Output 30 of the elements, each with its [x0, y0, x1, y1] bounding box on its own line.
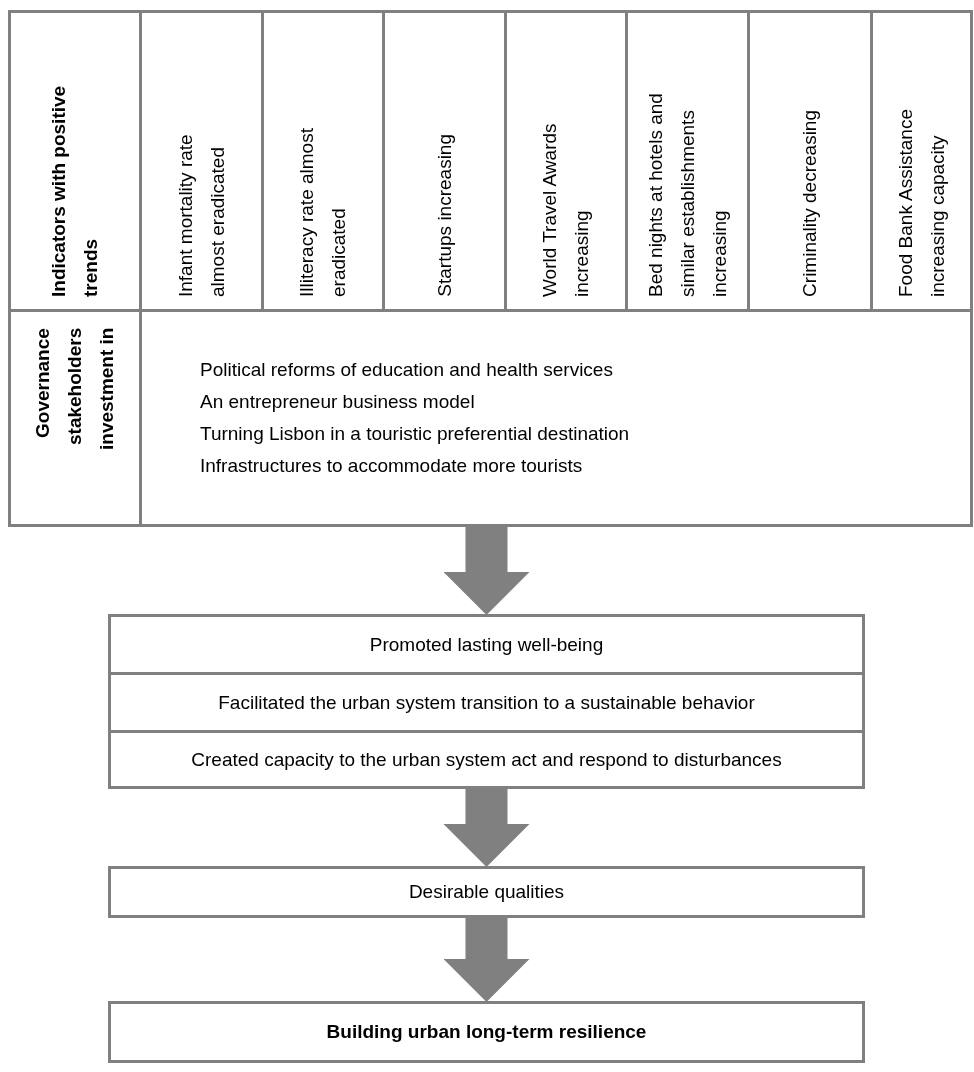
outcome-text: Desirable qualities [408, 880, 565, 904]
outcome-box [108, 672, 865, 733]
indicator-text: Startups increasing [432, 134, 456, 297]
block-arrow [443, 526, 530, 615]
outcome-box [108, 730, 865, 789]
outcome-text: Facilitated the urban system transition to a sustainable behavior [218, 690, 755, 715]
indicator-text: Food Bank Assistance increasing capacity [893, 108, 949, 297]
investment-item: Political reforms of education and health services [200, 358, 613, 382]
outcome-box [108, 866, 865, 918]
table-cell [870, 10, 973, 312]
investment-item: An entrepreneur business model [200, 390, 475, 414]
indicator-text: Illiteracy rate almost eradicated [295, 127, 350, 297]
indicator-text: Infant mortality rate almost eradicated [173, 133, 229, 297]
outcome-box [108, 1001, 865, 1063]
block-arrow [443, 917, 530, 1002]
investment-item: Infrastructures to accommodate more tourists [200, 454, 583, 478]
outcome-box [108, 614, 865, 675]
indicator-text: Criminality decreasing [798, 110, 821, 297]
header-cell [8, 309, 142, 527]
outcome-text: Created capacity to the urban system act and respond to disturbances [191, 747, 782, 772]
header-text: Governance stakeholders investment in [31, 328, 118, 453]
investment-item: Turning Lisbon in a touristic preferential destination [200, 422, 630, 446]
outcome-text: Promoted lasting well-being [369, 632, 604, 657]
indicator-text: World Travel Awards increasing [538, 122, 593, 297]
table-cell [139, 309, 973, 527]
indicator-text: Bed nights at hotels and similar establishments increasing [643, 92, 731, 297]
outcome-text: Building urban long-term resilience [326, 1020, 647, 1044]
header-cell [8, 10, 142, 312]
block-arrow [443, 788, 530, 867]
header-text: Indicators with positive trends [47, 84, 102, 297]
